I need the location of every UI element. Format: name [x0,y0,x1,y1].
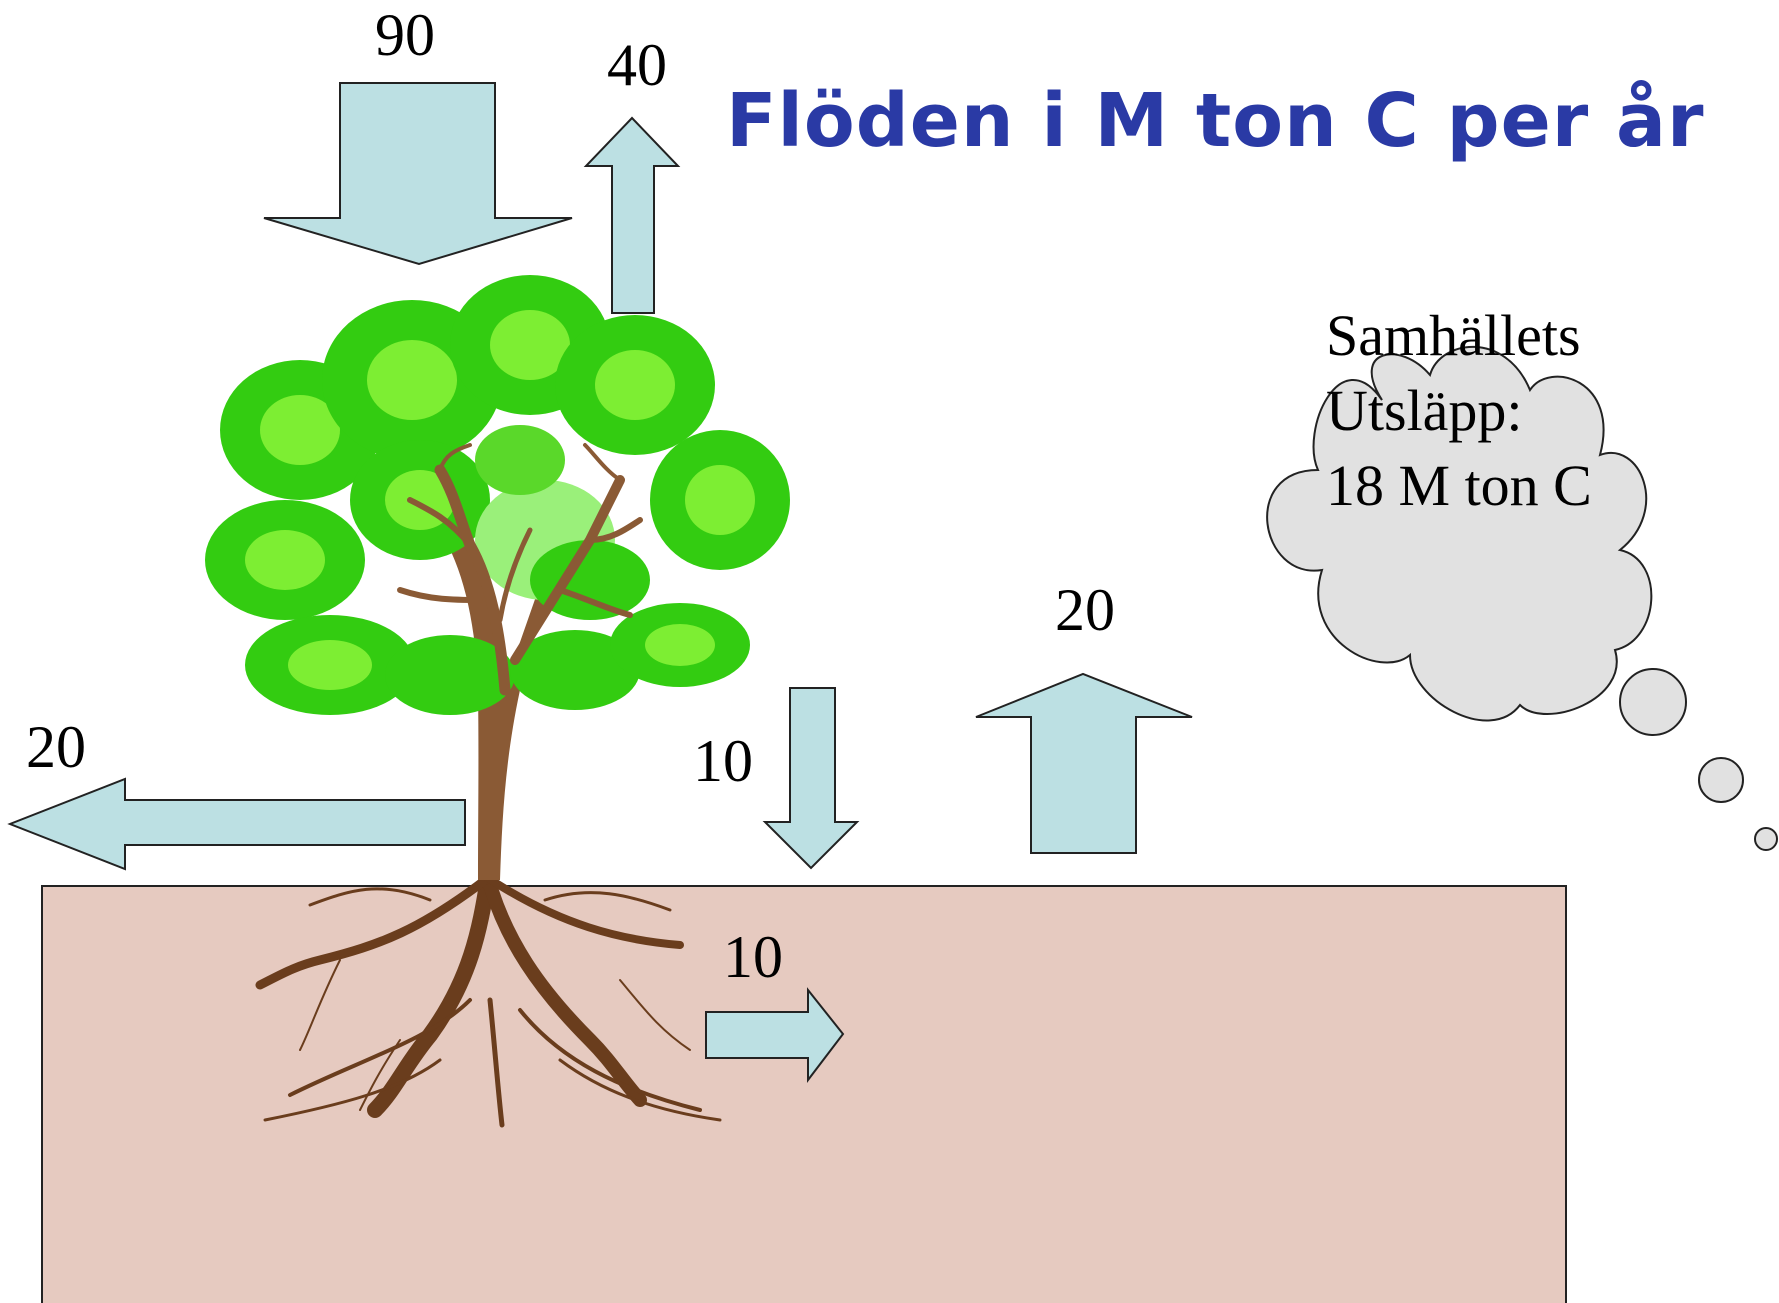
arrow-in-90 [263,82,573,266]
tree-branches [397,443,643,696]
label-soil-respiration: 20 [1055,577,1115,643]
label-atmosphere-in: 90 [375,2,435,68]
arrow-left-20 [7,777,466,871]
society-thought-cloud [1266,345,1778,851]
label-harvest: 20 [26,714,86,780]
tree-foliage [205,275,790,715]
society-line-2: Utsläpp: [1326,378,1523,443]
thought-bubble-medium [1698,757,1744,803]
arrow-up-20 [975,672,1193,854]
diagram-title: Flöden i M ton C per år [726,78,1705,164]
arrow-right-10 [705,987,845,1083]
thought-bubble-large [1619,668,1687,736]
arrow-down-10 [762,687,860,870]
label-litter-to-soil: 10 [693,728,753,794]
tree-roots [255,870,722,1128]
arrow-out-40 [583,116,681,314]
society-emissions-text: Samhällets Utsläpp: 18 M ton C [1326,298,1592,523]
society-line-1: Samhällets [1326,303,1581,368]
label-soil-outflow: 10 [723,924,783,990]
society-line-3: 18 M ton C [1326,453,1592,518]
thought-bubble-small [1754,827,1778,851]
soil-block [41,885,1567,1303]
label-atmosphere-out: 40 [607,32,667,98]
